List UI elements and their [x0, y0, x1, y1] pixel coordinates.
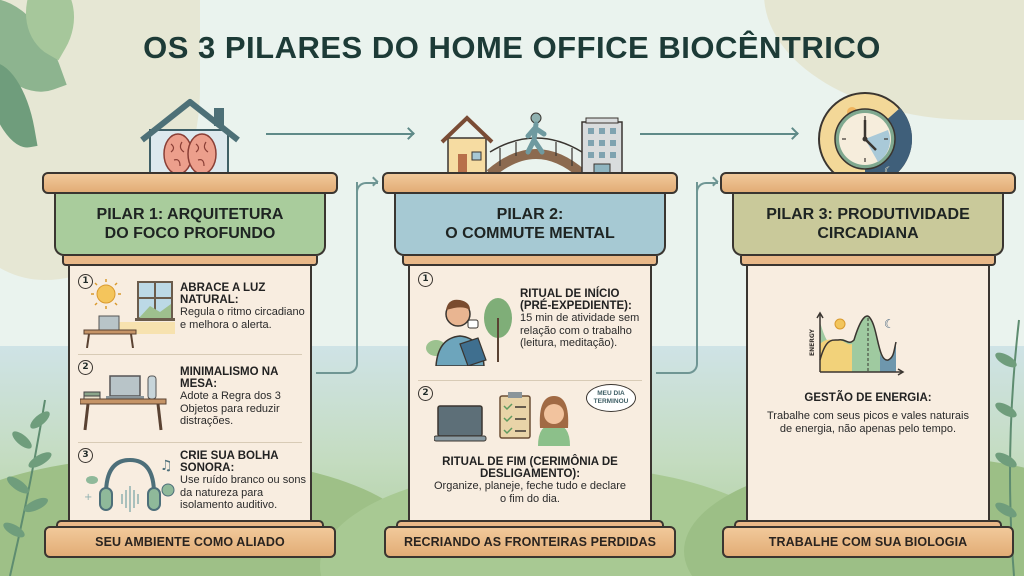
pillar-capital-lower: [62, 256, 318, 266]
step-number: 2: [418, 386, 433, 401]
pillar-title-line: CIRCADIANA: [817, 225, 919, 242]
item-text: RITUAL DE FIM (CERIMÔNIA DE DESLIGAMENTO…: [410, 456, 650, 505]
laptop-checklist-person-icon: [434, 392, 570, 446]
pillar-header: PILAR 3: PRODUTIVIDADE CIRCADIANA: [732, 194, 1004, 256]
svg-text:♫: ♫: [160, 458, 173, 474]
divider: [78, 442, 302, 443]
item-description: Use ruído branco ou sons da natureza par…: [180, 474, 306, 511]
divider: [78, 354, 302, 355]
pillar-footer: SEU AMBIENTE COMO ALIADO: [44, 526, 336, 558]
item-text: GESTÃO DE ENERGIA: Trabalhe com seus pic…: [748, 392, 988, 435]
pillar-3: PILAR 3: PRODUTIVIDADE CIRCADIANA ☾ ENER…: [720, 172, 1016, 572]
page-title: OS 3 PILARES DO HOME OFFICE BIOCÊNTRICO: [143, 30, 881, 65]
flow-connector: [696, 182, 718, 194]
arrow-head-icon: [402, 127, 415, 140]
list-item: 2 MINIMALISMO NA MESA: Adote a Regra dos…: [70, 356, 310, 440]
day-night-clock-icon: ☾: [818, 92, 913, 186]
item-description: Regula o ritmo circadiano e melhora o al…: [180, 306, 305, 331]
flow-connector: [316, 182, 358, 374]
pillar-footer: TRABALHE COM SUA BIOLOGIA: [722, 526, 1014, 558]
pillar-capital: [42, 172, 338, 194]
item-description: Adote a Regra dos 3 Objetos para reduzir…: [180, 390, 281, 427]
person-reading-coffee-icon: [426, 298, 512, 366]
pillar-capital: [720, 172, 1016, 194]
pillar-capital-lower: [740, 256, 996, 266]
pillar-base-top: [56, 520, 324, 528]
pillar-body: ☾ ENERGY GESTÃO DE ENERGIA: Trabalhe com…: [746, 266, 990, 520]
pillar-body: 1 ABRACE A LUZ NATURAL: Regula o ritmo c…: [68, 266, 312, 520]
item-title: RITUAL DE FIM (CERIMÔNIA DE DESLIGAMENTO…: [442, 456, 618, 480]
speech-bubble-text: MEU DIA TERMINOU: [593, 390, 629, 405]
fern-leaf-icon: [3, 399, 52, 576]
item-title: MINIMALISMO NA MESA:: [180, 366, 278, 390]
pillar-header: PILAR 2: O COMMUTE MENTAL: [394, 194, 666, 256]
pillar-base-top: [734, 520, 1002, 528]
pillar-header: PILAR 1: ARQUITETURA DO FOCO PROFUNDO: [54, 194, 326, 256]
arrow-connector: [266, 133, 414, 135]
pillar-title-line: PILAR 3: PRODUTIVIDADE: [766, 206, 970, 223]
bridge-commute-icon: [440, 112, 623, 179]
item-title: ABRACE A LUZ NATURAL:: [180, 282, 266, 306]
item-description: Organize, planeje, feche tudo e declare …: [433, 480, 627, 505]
item-text: ABRACE A LUZ NATURAL: Regula o ritmo cir…: [180, 282, 310, 331]
item-description: 15 min de atividade sem relação com o tr…: [520, 312, 640, 349]
step-number: 1: [418, 272, 433, 287]
pillar-body: 1 RITUAL DE INÍCIO (PRÉ-EXPEDIENTE): 15 …: [408, 266, 652, 520]
flow-connector: [656, 182, 698, 374]
pillar-title-line: PILAR 2:: [496, 206, 564, 223]
chart-axis-label: ENERGY: [809, 328, 816, 356]
list-item: ☾ ENERGY GESTÃO DE ENERGIA: Trabalhe com…: [748, 266, 988, 520]
pillar-2: PILAR 2: O COMMUTE MENTAL 1 RITUAL DE IN…: [382, 172, 678, 572]
item-title: GESTÃO DE ENERGIA:: [804, 392, 932, 404]
pillar-capital: [382, 172, 678, 194]
item-title: CRIE SUA BOLHA SONORA:: [180, 450, 279, 474]
speech-bubble: MEU DIA TERMINOU: [586, 384, 636, 412]
pillar-title-line: DO FOCO PROFUNDO: [104, 225, 276, 242]
minimal-desk-icon: [80, 375, 167, 431]
item-text: CRIE SUA BOLHA SONORA: Use ruído branco …: [180, 450, 310, 512]
step-number: 1: [78, 274, 93, 289]
svg-text:☾: ☾: [884, 317, 895, 331]
pillar-footer: RECRIANDO AS FRONTEIRAS PERDIDAS: [384, 526, 676, 558]
sun-window-desk-icon: [83, 279, 175, 348]
list-item: 1 ABRACE A LUZ NATURAL: Regula o ritmo c…: [70, 266, 310, 354]
arrow-connector: [640, 133, 798, 135]
energy-curve-chart-icon: ☾ ENERGY: [809, 311, 905, 376]
item-text: MINIMALISMO NA MESA: Adote a Regra dos 3…: [180, 366, 310, 428]
flow-connector: [356, 182, 378, 194]
list-item: 3 ♫ + CRIE SUA BOLHA SONORA: Use ruído b…: [70, 444, 310, 520]
svg-text:☾: ☾: [884, 166, 893, 177]
divider: [418, 380, 642, 381]
arrow-head-icon: [786, 127, 799, 140]
list-item: 2 MEU DIA TERMINOU RITUAL DE FIM (CERIMÔ…: [410, 382, 650, 520]
pillar-1: PILAR 1: ARQUITETURA DO FOCO PROFUNDO 1 …: [42, 172, 338, 572]
list-item: 1 RITUAL DE INÍCIO (PRÉ-EXPEDIENTE): 15 …: [410, 266, 650, 378]
pillar-capital-lower: [402, 256, 658, 266]
step-number: 3: [78, 448, 93, 463]
pillar-title-line: O COMMUTE MENTAL: [445, 225, 615, 242]
pillar-base-top: [396, 520, 664, 528]
item-text: RITUAL DE INÍCIO (PRÉ-EXPEDIENTE): 15 mi…: [520, 288, 650, 350]
item-description: Trabalhe com seus picos e vales naturais…: [767, 410, 969, 435]
svg-text:+: +: [84, 492, 92, 503]
pillar-title-line: PILAR 1: ARQUITETURA: [96, 206, 284, 223]
headphones-icon: ♫ +: [84, 457, 175, 512]
step-number: 2: [78, 360, 93, 375]
item-title: RITUAL DE INÍCIO (PRÉ-EXPEDIENTE):: [520, 288, 632, 312]
